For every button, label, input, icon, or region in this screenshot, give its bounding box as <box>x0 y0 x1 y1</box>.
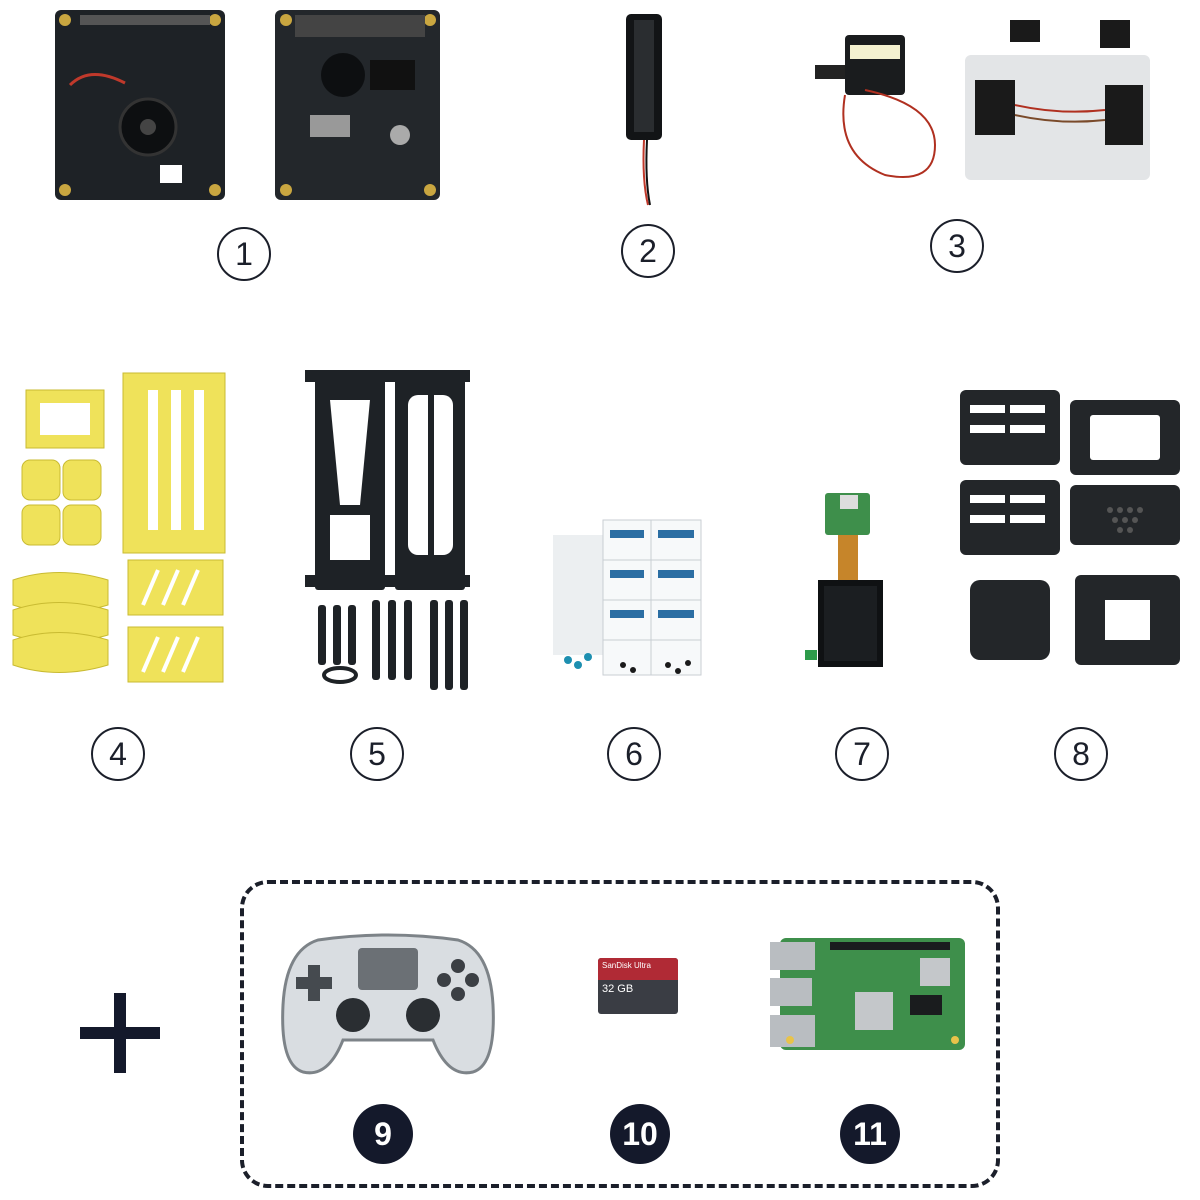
yellow-acrylic-parts-icon <box>8 365 233 695</box>
lcd-display-icon <box>800 490 890 670</box>
extra-number-9: 9 <box>353 1104 413 1164</box>
plus-icon <box>80 993 160 1073</box>
component-number-2: 2 <box>621 224 675 278</box>
required-extras-frame <box>240 880 1000 1188</box>
component-number-4: 4 <box>91 727 145 781</box>
sd-card-brand-label: SanDisk Ultra <box>602 961 651 970</box>
component-number-3: 3 <box>930 219 984 273</box>
component-number-6: 6 <box>607 727 661 781</box>
screw-bags-icon <box>548 515 708 690</box>
servo-and-cables-icon <box>805 15 1155 195</box>
cooling-fan-icon <box>620 10 675 210</box>
micro-sd-card-icon: SanDisk Ultra 32 GB <box>598 958 680 1018</box>
component-number-5: 5 <box>350 727 404 781</box>
component-number-1: 1 <box>217 227 271 281</box>
hat-board-icon <box>50 5 450 210</box>
carbon-fiber-frame-icon <box>300 365 475 695</box>
gamepad-controller-icon <box>278 930 498 1080</box>
black-shell-parts-icon <box>955 385 1190 675</box>
raspberry-pi-board-icon <box>770 930 970 1055</box>
extra-number-11: 11 <box>840 1104 900 1164</box>
extra-number-10: 10 <box>610 1104 670 1164</box>
component-number-8: 8 <box>1054 727 1108 781</box>
sd-card-capacity-label: 32 GB <box>602 983 634 995</box>
component-number-7: 7 <box>835 727 889 781</box>
